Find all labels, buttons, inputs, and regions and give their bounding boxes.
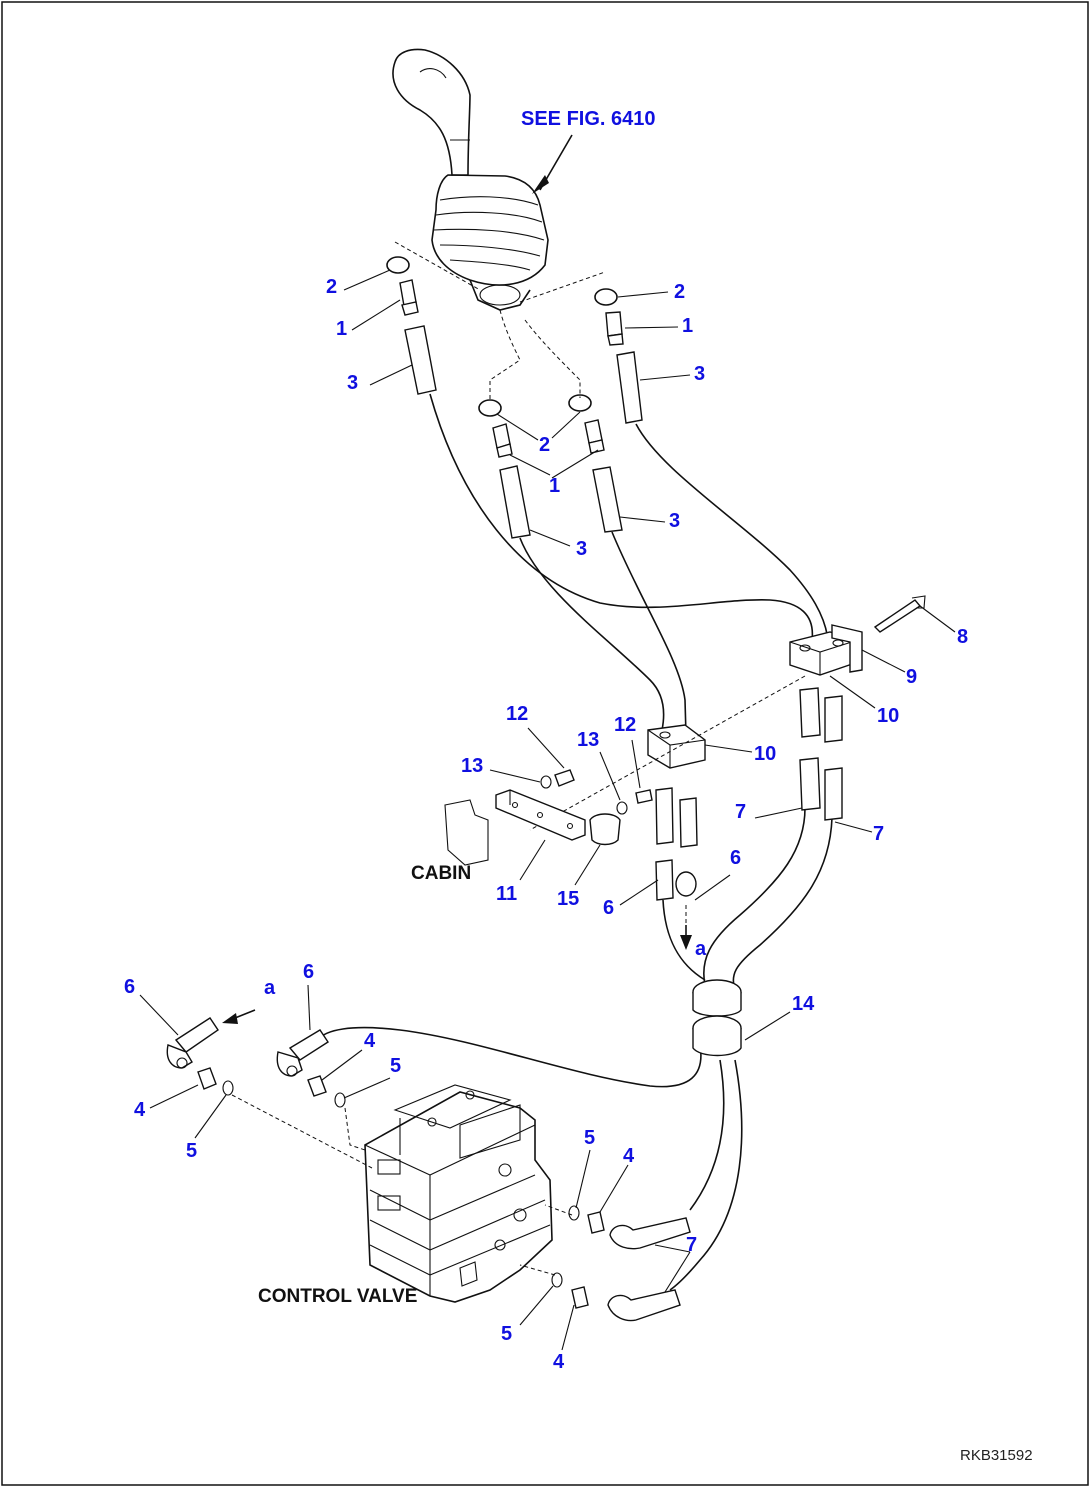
arrow-head (680, 935, 692, 950)
callout-2: 2 (674, 281, 685, 303)
guide-line (394, 241, 481, 291)
leader-lines (139, 269, 956, 1351)
callout-5: 5 (584, 1127, 595, 1149)
control-valve-label: CONTROL VALVE (258, 1286, 417, 1307)
adapters-left (197, 1067, 346, 1108)
callout-13: 13 (461, 755, 483, 777)
callout-3: 3 (347, 372, 358, 394)
callout-6: 6 (124, 976, 135, 998)
callout-3: 3 (694, 363, 705, 385)
callout-12: 12 (506, 703, 528, 725)
callout-5: 5 (501, 1323, 512, 1345)
callout-1: 1 (336, 318, 347, 340)
callout-7: 7 (686, 1234, 697, 1256)
hose-lines (317, 393, 833, 1291)
guide-line (544, 1204, 573, 1216)
callout-8: 8 (957, 626, 968, 648)
cabin-label: CABIN (411, 863, 471, 884)
guide-line (519, 271, 606, 303)
callout-2: 2 (539, 434, 550, 456)
callout-14: 14 (792, 993, 815, 1015)
callout-7: 7 (735, 801, 746, 823)
callout-7: 7 (873, 823, 884, 845)
guide-line (344, 1107, 366, 1151)
control-valve (364, 1084, 553, 1303)
block-lower (647, 724, 706, 901)
callout-11: 11 (496, 883, 517, 905)
callout-6: 6 (303, 961, 314, 983)
drawing-code: RKB31592 (960, 1447, 1033, 1464)
guide-line (231, 1094, 373, 1169)
fitting-group (399, 279, 624, 458)
callout-4: 4 (134, 1099, 146, 1121)
joystick-lever (392, 48, 549, 311)
o-ring-group (386, 256, 618, 417)
hose-clamp (692, 979, 742, 1057)
callout-10: 10 (877, 705, 899, 727)
callout-1: 1 (682, 315, 693, 337)
guide-line (524, 319, 581, 398)
callout-13: 13 (577, 729, 599, 751)
arrow-head (532, 175, 549, 194)
callout-1: 1 (549, 475, 560, 497)
callout-4: 4 (553, 1351, 565, 1373)
callout-6: 6 (603, 897, 614, 919)
callout-15: 15 (557, 888, 579, 910)
small-hardware (540, 769, 653, 846)
callout-4: 4 (364, 1030, 376, 1052)
guide-line (529, 675, 806, 831)
callout-9: 9 (906, 666, 917, 688)
callout-10: 10 (754, 743, 776, 765)
cabin-bracket (444, 789, 586, 866)
callout-5: 5 (390, 1055, 401, 1077)
callout-3: 3 (669, 510, 680, 532)
callout-2: 2 (326, 276, 337, 298)
callout-12: 12 (614, 714, 636, 736)
callout-3: 3 (576, 538, 587, 560)
hose-end-group (404, 325, 643, 539)
arrow-head (222, 1013, 238, 1024)
guide-line (489, 309, 521, 400)
reference-a: a (695, 938, 707, 960)
reference-a: a (264, 977, 276, 999)
callout-6: 6 (730, 847, 741, 869)
block-upper (789, 595, 926, 821)
callout-5: 5 (186, 1140, 197, 1162)
reference-note: SEE FIG. 6410 (521, 108, 656, 130)
adapters-right (551, 1205, 691, 1322)
elbow-fittings (166, 1017, 329, 1077)
callout-4: 4 (623, 1145, 635, 1167)
guide-line (519, 1264, 556, 1276)
